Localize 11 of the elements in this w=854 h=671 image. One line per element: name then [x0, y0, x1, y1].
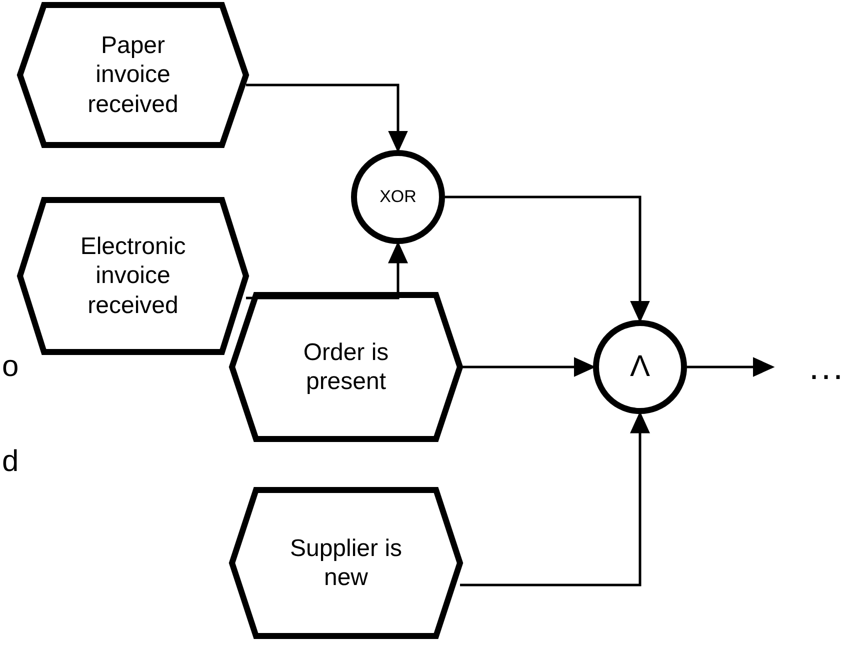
text-fragment: d [2, 445, 19, 479]
connector-circle: Λ [593, 320, 687, 414]
arrow [246, 242, 408, 300]
continuation-text: ... [800, 347, 854, 387]
text-fragment: o [2, 350, 19, 384]
arrow [687, 357, 774, 377]
arrow [445, 196, 650, 322]
arrow [460, 412, 650, 586]
connector-circle: XOR [351, 150, 445, 244]
arrow [246, 84, 408, 152]
arrow [460, 357, 596, 377]
